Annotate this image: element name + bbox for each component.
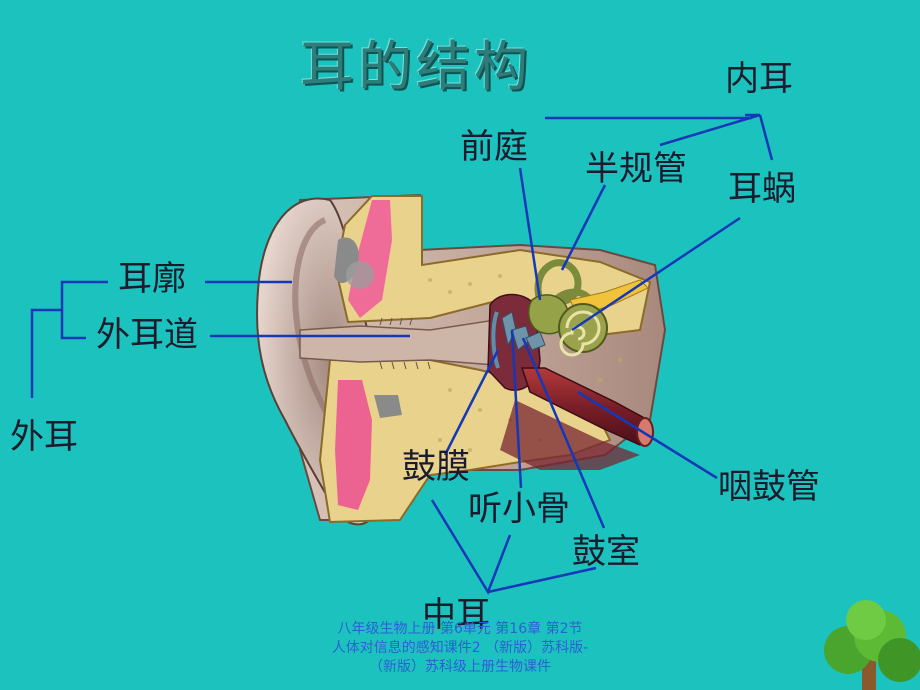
leader-tympanic [521, 337, 606, 529]
lower-grey-tissue [374, 395, 402, 418]
auricle-fold [292, 217, 338, 432]
leader-ossicles [510, 329, 523, 489]
leader-inner-ear-bracket [659, 113, 774, 161]
label-vestibule: 前庭 [460, 127, 528, 167]
pharynx-tissue [500, 400, 640, 470]
leader-eustachian [577, 390, 718, 480]
tympanic-cavity-shape [487, 293, 541, 391]
label-inner-ear: 内耳 [725, 59, 793, 99]
leader-outer-ear-bracket [30, 280, 108, 398]
footer-caption: 八年级生物上册 第6单元 第16章 第2节 人体对信息的感知课件2 （新版）苏科… [331, 621, 589, 675]
label-ear-canal: 外耳道 [96, 315, 198, 355]
label-eustachian-tube: 咽鼓管 [718, 467, 820, 507]
label-eardrum: 鼓膜 [402, 447, 470, 487]
label-tympanic-cavity: 鼓室 [572, 532, 640, 572]
label-auricle: 耳廓 [118, 259, 186, 299]
page-title: 耳的结构 [300, 35, 532, 98]
mastoid-dot [346, 261, 374, 289]
tree-decoration-icon [824, 600, 920, 690]
label-middle-ear: 中耳 [422, 595, 490, 635]
leader-middle-ear-bracket [430, 499, 597, 595]
leader-vestibule [518, 167, 542, 301]
leader-cochlea [571, 216, 741, 332]
label-ossicles: 听小骨 [468, 489, 570, 529]
leader-lines [30, 113, 774, 595]
canal-hairs [379, 317, 431, 370]
eardrum-shape [491, 311, 500, 369]
leader-semicircular [560, 184, 607, 271]
ossicles-shape [501, 311, 546, 351]
label-cochlea: 耳蜗 [728, 169, 796, 209]
label-outer-ear: 外耳 [10, 417, 78, 457]
lower-pink-tissue [335, 380, 372, 510]
leader-eardrum [443, 349, 500, 456]
label-semicircular-canals: 半规管 [585, 149, 687, 189]
